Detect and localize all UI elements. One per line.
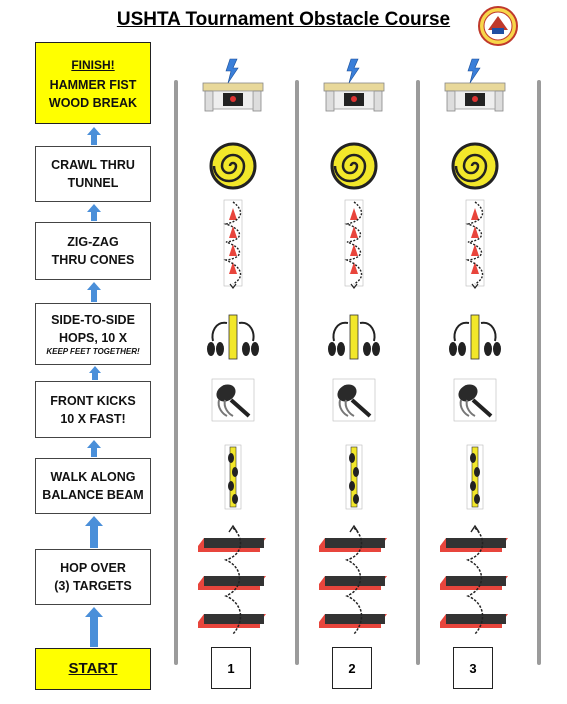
- lane-divider: [174, 80, 178, 665]
- start-label: START: [68, 660, 118, 677]
- balance-beam-icon: [224, 444, 242, 510]
- arrow-up-icon: [87, 282, 101, 302]
- balance-line1: WALK ALONG: [50, 470, 136, 484]
- lane-divider: [537, 80, 541, 665]
- balance-line2: BALANCE BEAM: [42, 488, 144, 502]
- kicks-line1: FRONT KICKS: [50, 393, 136, 408]
- side-hop-icon: [328, 314, 380, 360]
- lane-divider: [295, 80, 299, 665]
- arrow-up-icon: [87, 127, 101, 145]
- targets-icon: [319, 524, 387, 635]
- hops-note: KEEP FEET TOGETHER!: [46, 347, 140, 356]
- kick-pad-icon: [211, 378, 255, 422]
- arrow-up-icon: [85, 516, 103, 548]
- arrow-up-icon: [85, 607, 103, 647]
- kick-pad-icon: [332, 378, 376, 422]
- wood-break-icon: [202, 58, 264, 112]
- lane-number-2: 2: [332, 647, 372, 689]
- wood-break-icon: [444, 58, 506, 112]
- station-zigzag-cones: ZIG-ZAG THRU CONES: [35, 222, 151, 280]
- cones-icon: [465, 199, 485, 289]
- kicks-line2: 10 X FAST!: [60, 411, 126, 426]
- tunnel-icon: [209, 142, 257, 190]
- lane-divider: [416, 80, 420, 665]
- station-hop-targets: HOP OVER (3) TARGETS: [35, 549, 151, 605]
- balance-beam-icon: [345, 444, 363, 510]
- finish-line2: WOOD BREAK: [48, 96, 138, 110]
- arrow-up-icon: [87, 440, 101, 457]
- station-front-kicks: FRONT KICKS 10 X FAST!: [35, 381, 151, 438]
- zigzag-line2: THRU CONES: [51, 253, 135, 267]
- finish-heading: FINISH!: [71, 58, 115, 72]
- targets-line2: (3) TARGETS: [54, 579, 132, 593]
- balance-beam-icon: [466, 444, 484, 510]
- station-side-hops: SIDE-TO-SIDE HOPS, 10 X KEEP FEET TOGETH…: [35, 303, 151, 365]
- crawl-line1: CRAWL THRU: [51, 158, 135, 172]
- tunnel-icon: [451, 142, 499, 190]
- page-title: USHTA Tournament Obstacle Course: [116, 9, 451, 30]
- side-hop-icon: [449, 314, 501, 360]
- station-balance-beam: WALK ALONG BALANCE BEAM: [35, 458, 151, 514]
- targets-icon: [440, 524, 508, 635]
- kick-pad-icon: [453, 378, 497, 422]
- zigzag-line1: ZIG-ZAG: [67, 235, 119, 249]
- arrow-up-icon: [87, 204, 101, 221]
- crawl-line2: TUNNEL: [67, 176, 119, 190]
- ushta-logo-icon: [478, 6, 518, 46]
- station-start: START: [35, 648, 151, 690]
- targets-icon: [198, 524, 266, 635]
- side-hop-icon: [207, 314, 259, 360]
- station-finish: FINISH! HAMMER FIST WOOD BREAK: [35, 42, 151, 124]
- arrow-up-icon: [89, 366, 101, 380]
- targets-line1: HOP OVER: [60, 561, 126, 575]
- tunnel-icon: [330, 142, 378, 190]
- finish-line1: HAMMER FIST: [49, 78, 137, 92]
- lane-number-3: 3: [453, 647, 493, 689]
- hops-line1: SIDE-TO-SIDE: [51, 313, 135, 327]
- hops-line2: HOPS, 10 X: [58, 331, 128, 345]
- cones-icon: [223, 199, 243, 289]
- wood-break-icon: [323, 58, 385, 112]
- cones-icon: [344, 199, 364, 289]
- lane-number-1: 1: [211, 647, 251, 689]
- station-crawl-tunnel: CRAWL THRU TUNNEL: [35, 146, 151, 202]
